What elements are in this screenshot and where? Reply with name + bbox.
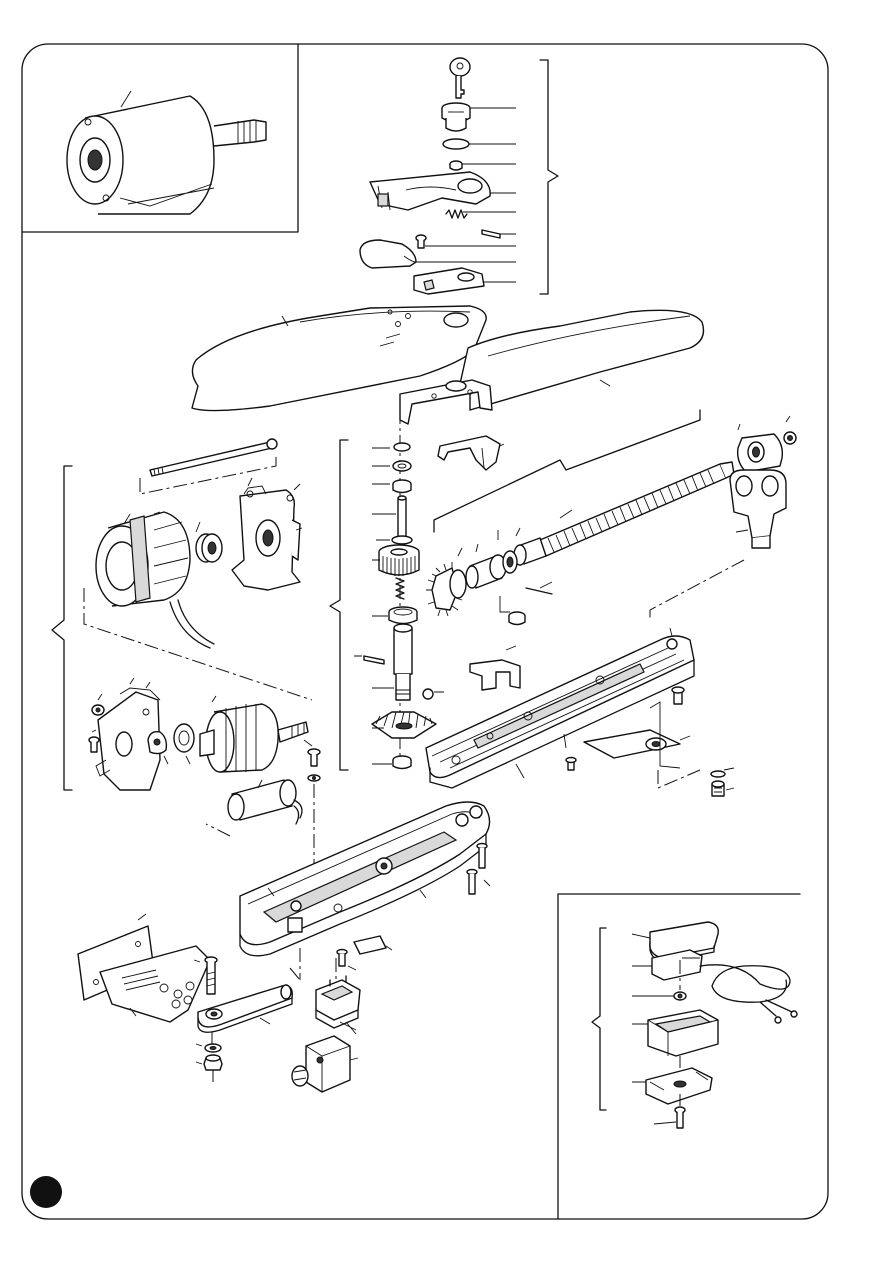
bushing-part <box>195 533 223 563</box>
motor-group <box>51 438 313 791</box>
plate-axis <box>657 769 701 789</box>
accessory-base <box>645 1067 713 1105</box>
label-tag <box>353 935 393 955</box>
long-cover-shell <box>399 309 705 425</box>
accessory-box <box>647 1009 719 1057</box>
stop-bracket-part <box>469 645 521 691</box>
worm-gear <box>378 544 420 576</box>
outer-frame <box>21 43 829 1220</box>
pin-part <box>481 229 501 239</box>
leader-line <box>120 90 132 108</box>
motor-detail-inset <box>21 43 299 233</box>
cam-part <box>147 730 168 755</box>
capacitor-part <box>227 779 303 825</box>
rotor-part <box>199 703 309 773</box>
coupling <box>513 537 547 566</box>
fork-axis <box>649 559 745 620</box>
housing-axis-left <box>205 823 231 837</box>
lower-housing <box>239 801 491 957</box>
motor-drawing <box>66 95 267 215</box>
bracket-screw-washer <box>710 767 735 797</box>
bevel-pinion <box>426 562 467 617</box>
shaft-collar <box>465 550 518 589</box>
lower-bearing <box>392 755 412 770</box>
accessory-inset-border <box>557 893 801 1220</box>
key-part <box>449 57 471 99</box>
housing-screws <box>466 842 491 895</box>
washer-part <box>442 138 470 150</box>
bevel-gear <box>371 711 437 739</box>
tie-rod <box>149 438 278 477</box>
switch-block <box>315 975 361 1035</box>
swing-arm <box>197 984 293 1033</box>
worm-screw-assembly <box>426 409 735 626</box>
rail-screws <box>563 686 685 771</box>
aluminium-rail <box>425 627 695 789</box>
output-shaft <box>363 623 434 701</box>
lever-part <box>369 171 491 211</box>
lever-cover-part <box>359 239 417 269</box>
spring-part <box>445 209 468 219</box>
mounting-bracket <box>77 913 211 1023</box>
group-bracket <box>539 59 559 295</box>
housing-screw-left <box>336 948 357 971</box>
pivot-bolt <box>193 956 218 995</box>
rear-bracket-plate <box>583 701 691 769</box>
nut-part <box>449 160 463 171</box>
bearing <box>388 606 418 625</box>
bearing-part <box>173 723 195 753</box>
accessory-screw <box>674 1106 686 1129</box>
small-screw-washer <box>303 739 321 900</box>
screw-part <box>415 234 427 249</box>
accessory-receiver <box>651 949 798 1024</box>
fork-part <box>729 469 787 549</box>
clip-part <box>437 435 505 471</box>
nut-left <box>91 704 105 716</box>
screw-left <box>88 736 100 753</box>
accessory-inset <box>557 893 801 1220</box>
stator-part <box>95 511 215 649</box>
inset-border <box>21 43 299 233</box>
top-cover-shell <box>191 305 487 412</box>
rotor-group <box>88 677 309 791</box>
release-lever-assembly <box>359 57 559 295</box>
end-shield-front <box>231 485 301 591</box>
connector-part <box>291 1035 359 1093</box>
washer-nut <box>195 1043 223 1071</box>
gear-stack <box>329 439 444 771</box>
lever-base-part <box>413 267 485 295</box>
accessory-nut <box>673 991 687 1001</box>
release-leaders <box>416 107 516 283</box>
end-shield-rear <box>95 687 161 791</box>
worm-screw <box>539 461 735 557</box>
small-block <box>508 611 526 626</box>
section-marker-dot <box>30 1176 62 1208</box>
lock-cylinder-part <box>441 102 471 132</box>
nut-block-part <box>736 415 797 473</box>
